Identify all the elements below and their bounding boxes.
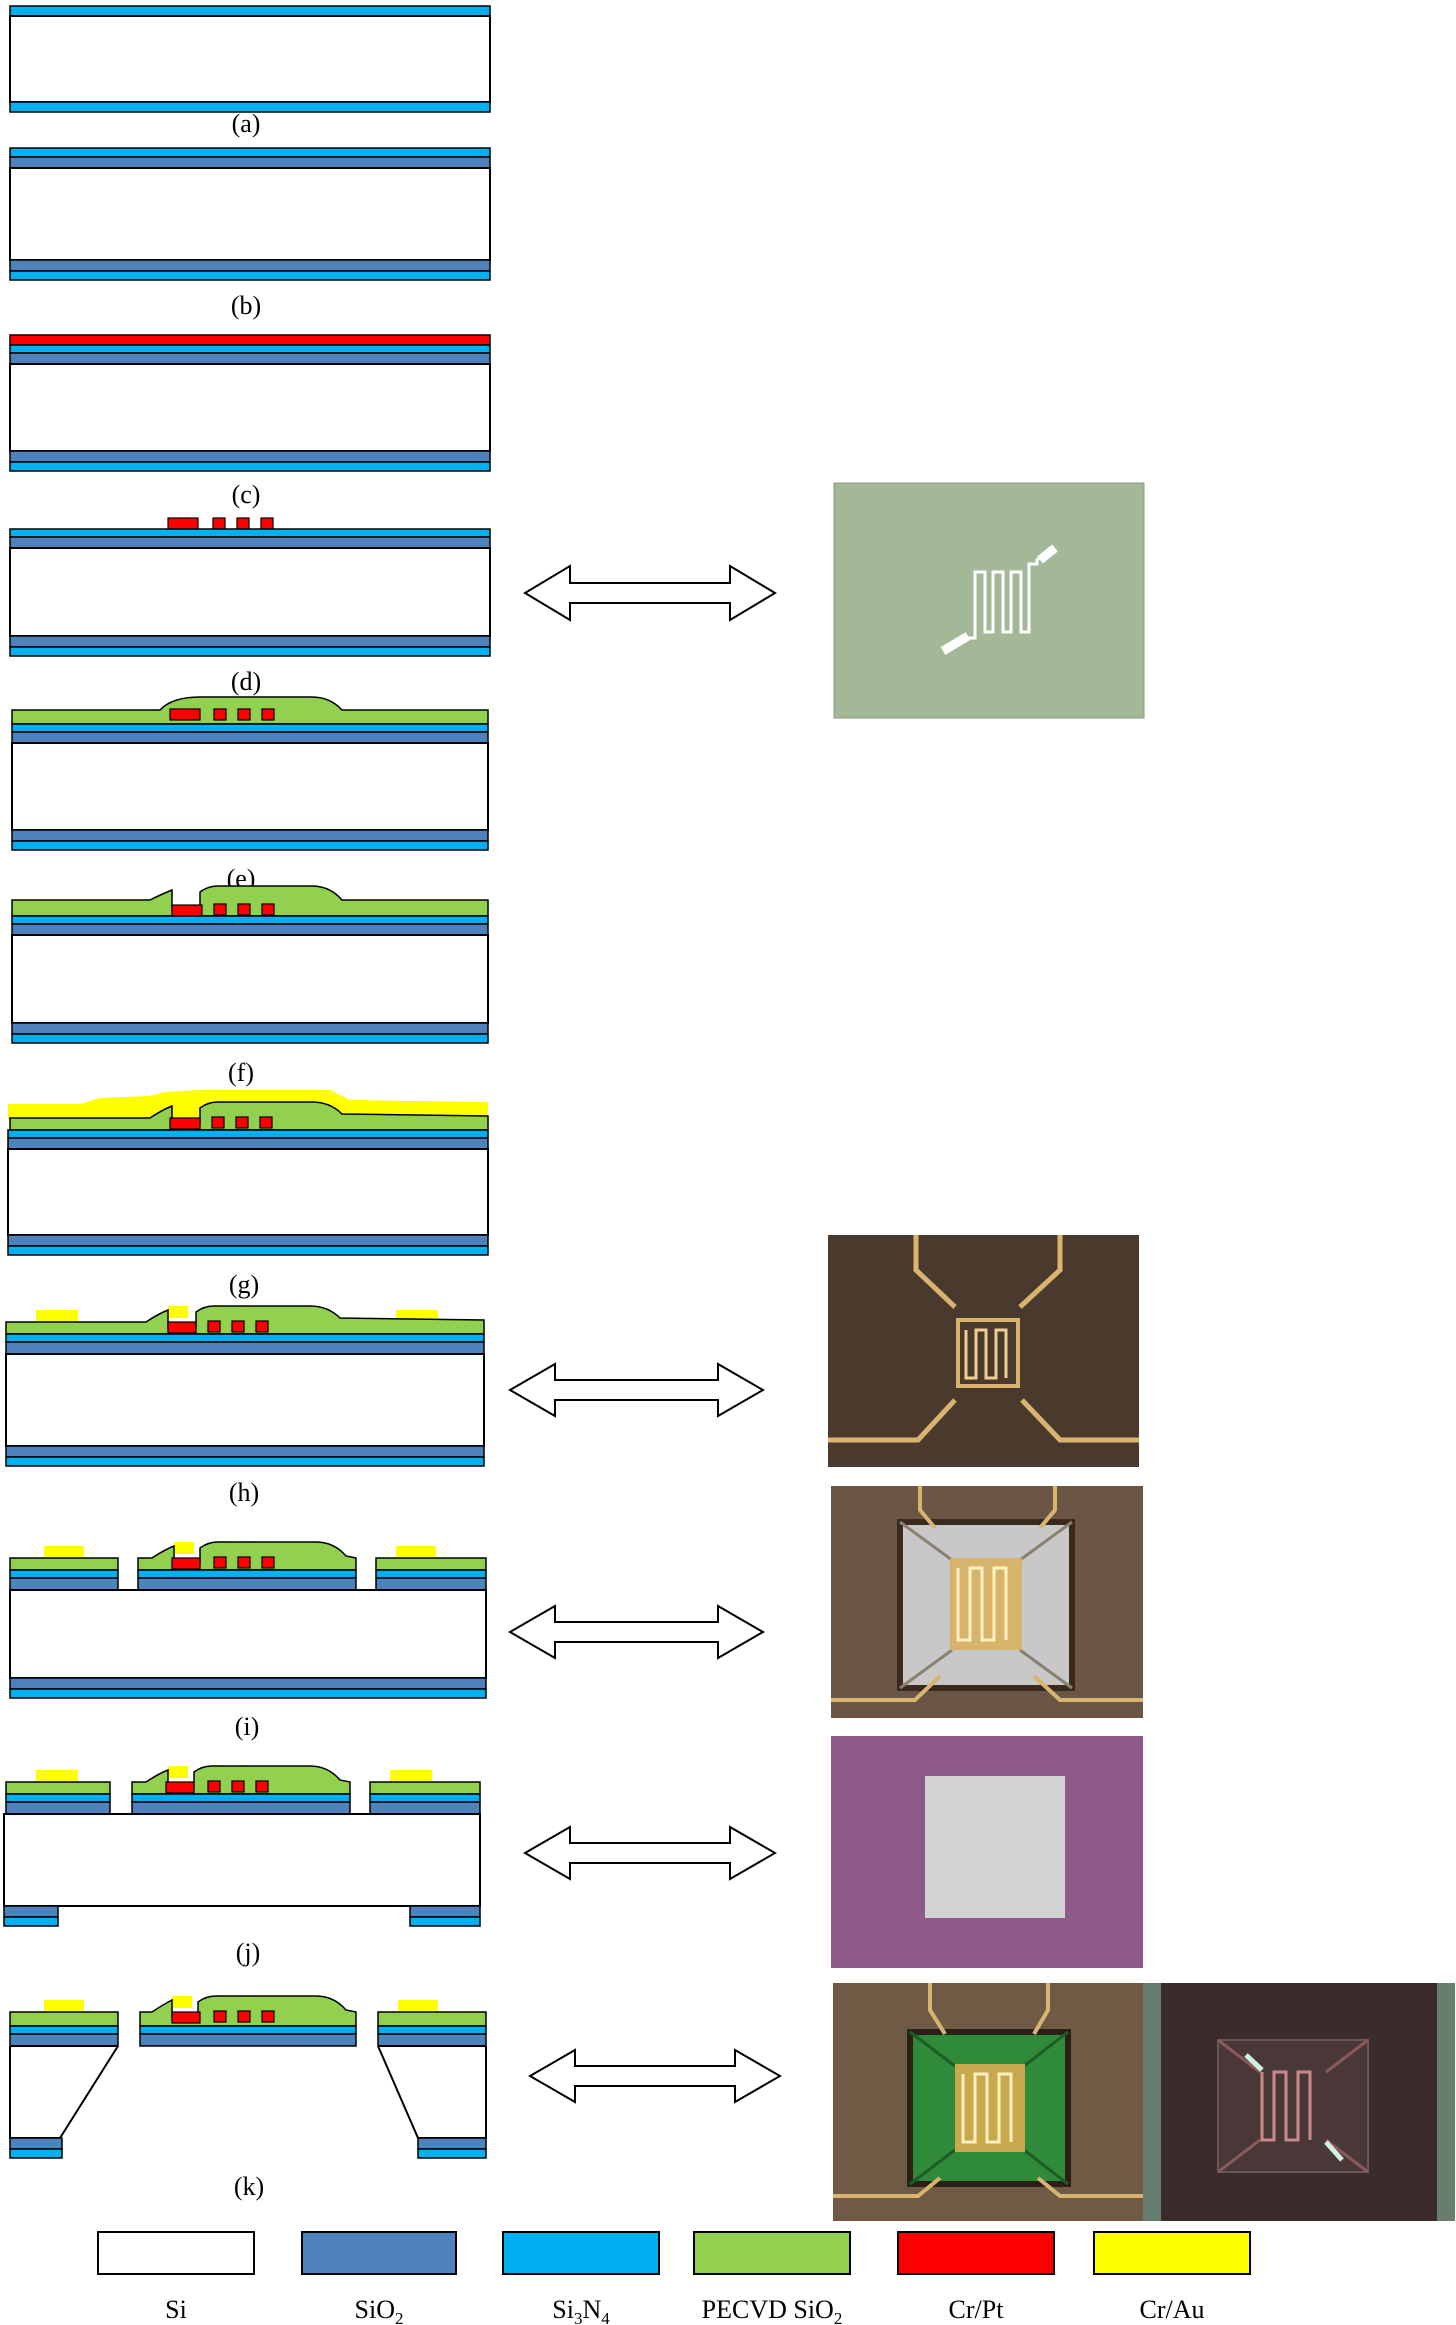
legend-swatch-si — [97, 2231, 255, 2275]
double-arrow-h — [508, 1362, 765, 1418]
step-e-cross-section — [11, 696, 489, 851]
legend-label-pecvd-sio2: PECVD SiO2 — [702, 2295, 843, 2325]
step-c-cross-section — [9, 334, 491, 472]
micrograph-d — [833, 482, 1145, 719]
legend-swatch-si3n4 — [502, 2231, 660, 2275]
micrograph-i — [831, 1486, 1143, 1718]
double-arrow-k — [528, 2048, 782, 2104]
step-label-c: (c) — [232, 480, 261, 509]
step-g-cross-section — [7, 1090, 489, 1256]
legend-swatch-pecvd-sio2 — [693, 2231, 851, 2275]
micrograph-j — [831, 1736, 1143, 1968]
double-arrow-j — [523, 1825, 777, 1881]
micrograph-h — [828, 1235, 1139, 1467]
legend-swatch-cr-pt — [897, 2231, 1055, 2275]
legend-label-si: Si — [165, 2295, 187, 2324]
step-i-cross-section — [9, 1541, 487, 1699]
legend-label-sio2: SiO2 — [355, 2295, 404, 2325]
step-label-j: (j) — [236, 1938, 261, 1967]
legend-label-cr-pt: Cr/Pt — [949, 2295, 1005, 2324]
step-f-cross-section — [11, 885, 489, 1044]
micrograph-k-front — [833, 1983, 1143, 2221]
step-label-f: (f) — [228, 1058, 254, 1087]
step-label-k: (k) — [234, 2172, 264, 2201]
step-j-cross-section — [3, 1765, 481, 1927]
step-label-g: (g) — [229, 1270, 259, 1299]
micrograph-k-back — [1143, 1983, 1455, 2221]
step-label-h: (h) — [229, 1478, 259, 1507]
legend-swatch-sio2 — [301, 2231, 457, 2275]
step-label-a: (a) — [232, 109, 261, 138]
step-label-d: (d) — [231, 667, 261, 696]
step-b-cross-section — [9, 147, 491, 281]
step-label-b: (b) — [231, 291, 261, 320]
legend-label-si3n4: Si3N4 — [552, 2295, 610, 2325]
step-label-i: (i) — [235, 1712, 260, 1741]
legend-swatch-cr-au — [1093, 2231, 1251, 2275]
step-h-cross-section — [5, 1305, 485, 1467]
step-d-cross-section — [9, 517, 491, 657]
legend-label-cr-au: Cr/Au — [1140, 2295, 1205, 2324]
step-k-cross-section — [9, 1995, 487, 2159]
step-a-cross-section — [9, 5, 491, 113]
double-arrow-i — [508, 1604, 765, 1660]
legend: Si SiO2 Si3N4 PECVD SiO2 Cr/Pt Cr/Au — [97, 2231, 1251, 2325]
double-arrow-d — [523, 564, 777, 622]
